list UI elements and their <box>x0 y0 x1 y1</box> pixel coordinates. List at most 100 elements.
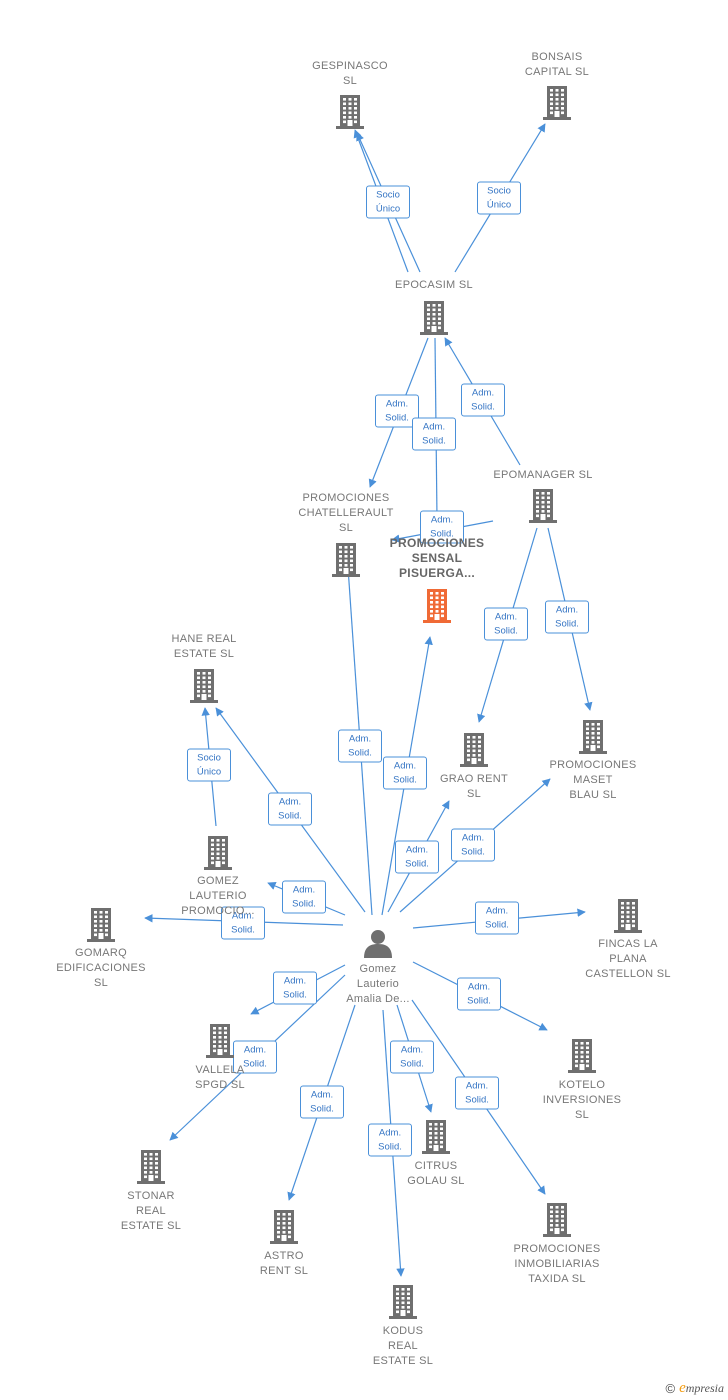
node-label-line: PROMOCIONES <box>389 536 485 550</box>
node-label-line: ASTRO <box>264 1250 304 1262</box>
edge-relation-label[interactable]: Adm.Solid. <box>390 1040 434 1074</box>
company-building-icon[interactable] <box>579 720 607 759</box>
company-building-icon[interactable] <box>270 1210 298 1249</box>
node-label-line: STONAR <box>127 1190 175 1202</box>
edge-relation-label[interactable]: Adm.Solid. <box>420 510 464 544</box>
node-label-line: EDIFICACIONES <box>56 962 146 974</box>
edge-label-line: Adm. <box>292 884 316 896</box>
edge-label-line: Adm. <box>400 1044 424 1056</box>
edge-relation-label[interactable]: Adm.Solid. <box>268 792 312 826</box>
edge-label-line: Solid. <box>461 846 485 858</box>
empresia-logo[interactable]: empresia <box>679 1380 724 1396</box>
edge-relation-label[interactable]: Adm.Solid. <box>221 906 265 940</box>
edge-label-line: Adm. <box>465 1080 489 1092</box>
edge-relation-label[interactable]: Adm.Solid. <box>368 1123 412 1157</box>
company-building-icon[interactable] <box>460 733 488 772</box>
node-label-line: Gomez <box>359 963 397 975</box>
node-label-line: CHATELLERAULT <box>298 507 394 519</box>
edge-relation-label[interactable]: Adm.Solid. <box>273 971 317 1005</box>
company-building-icon[interactable] <box>87 908 115 947</box>
node-label-line: SL <box>466 788 482 800</box>
edge-label-line: Adm. <box>494 611 518 623</box>
node-label-line: MASET <box>573 774 613 786</box>
company-building-icon[interactable] <box>420 301 448 340</box>
footer-credit: © empresia <box>666 1380 725 1397</box>
company-building-icon[interactable] <box>543 1203 571 1242</box>
edge-relation-label[interactable]: Adm.Solid. <box>475 901 519 935</box>
edge-relation-label[interactable]: Adm.Solid. <box>457 977 501 1011</box>
edge-label-line: Solid. <box>405 858 429 870</box>
edge-relation-label[interactable]: Adm.Solid. <box>395 840 439 874</box>
company-building-icon[interactable] <box>422 1120 450 1159</box>
edge-label-line: Socio <box>376 189 400 201</box>
node-label-line: PROMOCIO... <box>181 905 255 917</box>
edge-relation-label[interactable]: Adm.Solid. <box>451 828 495 862</box>
node-label-line: SL <box>93 977 109 989</box>
edge-relation-label[interactable]: Adm.Solid. <box>545 600 589 634</box>
node-label-gomarq[interactable]: GOMARQ EDIFICACIONES SL <box>56 946 145 991</box>
edge-relation-label[interactable]: Adm.Solid. <box>338 729 382 763</box>
edge-relation-label[interactable]: Adm.Solid. <box>233 1040 277 1074</box>
edge-relation-label[interactable]: Adm.Solid. <box>282 880 326 914</box>
company-building-icon[interactable] <box>389 1285 417 1324</box>
node-label-line: INVERSIONES <box>542 1094 622 1106</box>
edge-label-line: Solid. <box>385 412 409 424</box>
company-building-icon[interactable] <box>614 899 642 938</box>
edge-label-line: Adm. <box>278 796 302 808</box>
company-building-icon[interactable] <box>137 1150 165 1189</box>
edge-relation-label[interactable]: Adm.Solid. <box>375 394 419 428</box>
edge-relation-label[interactable]: Adm.Solid. <box>455 1076 499 1110</box>
edge-relation-label[interactable]: Adm.Solid. <box>461 383 505 417</box>
node-label-line: SL <box>342 75 358 87</box>
edge-relation-label[interactable]: Adm.Solid. <box>484 607 528 641</box>
company-building-icon[interactable] <box>336 95 364 134</box>
edge-relation-label[interactable]: Adm.Solid. <box>300 1085 344 1119</box>
node-label-line: GOMARQ <box>75 947 127 959</box>
company-building-icon[interactable] <box>332 543 360 582</box>
company-building-icon[interactable] <box>206 1024 234 1063</box>
edge-label-line: Solid. <box>348 747 372 759</box>
main-company-building-icon[interactable] <box>423 589 451 628</box>
person-icon[interactable] <box>363 928 393 963</box>
edge-label-line: Adm. <box>283 975 307 987</box>
edge-label-line: Adm. <box>555 604 579 616</box>
edge-relation-label[interactable]: Adm.Solid. <box>383 756 427 790</box>
edge-label-line: Único <box>486 199 512 211</box>
node-label-line: GOMEZ <box>197 875 239 887</box>
node-label-line: REAL <box>388 1340 418 1352</box>
node-label-line: CAPITAL SL <box>524 66 590 78</box>
node-label-epomanager[interactable]: EPOMANAGER SL <box>493 468 592 483</box>
company-building-icon[interactable] <box>568 1039 596 1078</box>
company-building-icon[interactable] <box>543 86 571 125</box>
node-label-line: TAXIDA SL <box>528 1273 586 1285</box>
node-label-epocasim[interactable]: EPOCASIM SL <box>395 278 473 293</box>
company-building-icon[interactable] <box>190 669 218 708</box>
node-label-line: SL <box>574 1109 590 1121</box>
company-building-icon[interactable] <box>529 489 557 528</box>
edge-relation-label[interactable]: Adm.Solid. <box>412 417 456 451</box>
company-building-icon[interactable] <box>204 836 232 875</box>
node-label-line: GOLAU SL <box>407 1175 465 1187</box>
edge-label-line: Único <box>196 766 222 778</box>
edge-label-line: Adm. <box>471 387 495 399</box>
